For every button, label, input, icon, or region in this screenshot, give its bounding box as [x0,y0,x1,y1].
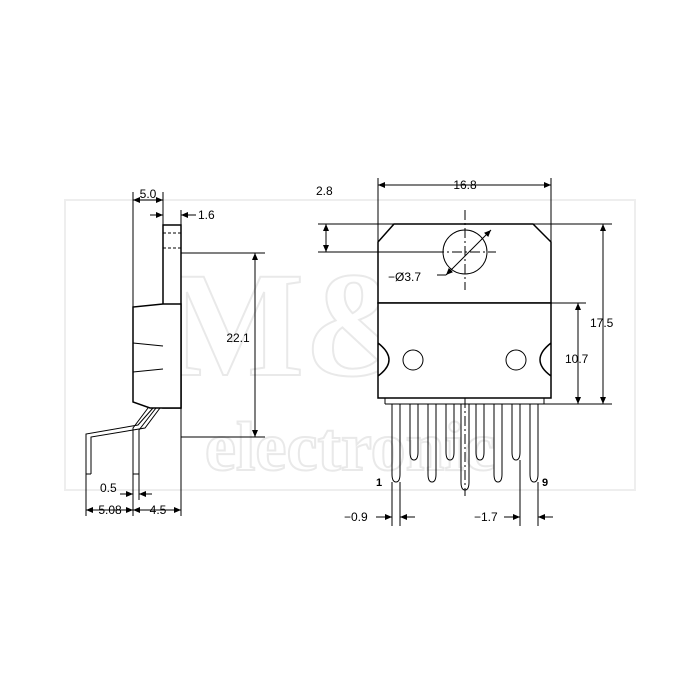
pin-label-last: 9 [542,477,548,489]
watermark-subtitle: electronic [205,409,495,486]
front-view: 1 9 16.8 2.8 −Ø3.7 17.5 10.7 −0.9 [316,178,614,526]
body-notch-left [402,349,424,371]
side-body [132,303,182,409]
dim-side-lead-offset: 5.08 [98,503,122,517]
dim-front-width: 16.8 [453,178,477,192]
dim-front-hole-offset: 2.8 [316,184,333,198]
side-lead-front [85,407,154,474]
dim-side-lead-span: 4.5 [150,503,167,517]
side-view: 5.0 1.6 22.1 0.5 5.08 4.5 [85,187,265,517]
side-lead-back [132,407,149,474]
dim-side-lead-thickness: 0.5 [100,481,117,495]
dim-side-tab-thickness: 1.6 [198,208,215,222]
front-body [377,302,552,399]
dim-front-body-height: 10.7 [565,352,589,366]
dim-front-hole-diameter: −Ø3.7 [388,270,421,284]
dim-side-top-width: 5.0 [140,187,157,201]
dim-front-total-height: 17.5 [590,316,614,330]
pin-label-first: 1 [376,477,382,489]
dim-side-height: 22.1 [226,331,250,345]
dim-front-lead-width: −0.9 [344,510,368,524]
body-notch-right [505,349,527,371]
dim-front-lead-pitch: −1.7 [474,510,498,524]
